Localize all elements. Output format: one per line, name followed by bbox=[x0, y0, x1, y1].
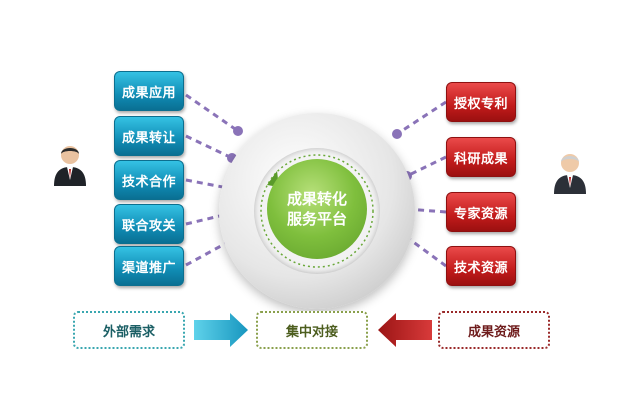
left-item-成果转让: 成果转让 bbox=[114, 116, 184, 156]
right-item-技术资源: 技术资源 bbox=[446, 246, 516, 286]
flow-label: 集中对接 bbox=[285, 324, 338, 340]
flow-external-demand: 外部需求 bbox=[73, 311, 185, 349]
flow-label: 外部需求 bbox=[102, 324, 155, 340]
left-item-label: 渠道推广 bbox=[121, 260, 176, 276]
left-item-联合攻关: 联合攻关 bbox=[114, 204, 184, 244]
right-item-专家资源: 专家资源 bbox=[446, 192, 516, 232]
connector-dot bbox=[233, 126, 243, 136]
arrow-left-icon bbox=[378, 313, 432, 347]
connector-line bbox=[396, 100, 447, 136]
right-item-label: 专家资源 bbox=[453, 206, 508, 222]
left-item-label: 技术合作 bbox=[121, 174, 176, 190]
platform-hub: 成果转化服务平台 bbox=[219, 113, 415, 309]
right-item-科研成果: 科研成果 bbox=[446, 137, 516, 177]
connector-line bbox=[406, 155, 447, 178]
flow-achievement-resources: 成果资源 bbox=[438, 311, 550, 349]
businessman-icon bbox=[54, 146, 86, 186]
hub-core: 成果转化服务平台 bbox=[267, 159, 367, 259]
connector-dot bbox=[392, 129, 402, 139]
left-item-渠道推广: 渠道推广 bbox=[114, 246, 184, 286]
left-item-成果应用: 成果应用 bbox=[114, 71, 184, 111]
connector-line bbox=[185, 134, 233, 160]
right-item-label: 科研成果 bbox=[453, 151, 508, 167]
left-item-label: 成果转让 bbox=[121, 130, 176, 146]
flow-central-matching: 集中对接 bbox=[256, 311, 368, 349]
right-item-label: 授权专利 bbox=[453, 96, 508, 112]
platform-title: 成果转化服务平台 bbox=[286, 190, 347, 228]
left-item-技术合作: 技术合作 bbox=[114, 160, 184, 200]
right-item-label: 技术资源 bbox=[453, 260, 508, 276]
left-item-label: 联合攻关 bbox=[121, 218, 176, 234]
right-item-授权专利: 授权专利 bbox=[446, 82, 516, 122]
connector-line bbox=[185, 238, 233, 267]
left-item-label: 成果应用 bbox=[121, 85, 176, 101]
businessman-icon bbox=[554, 154, 586, 194]
flow-label: 成果资源 bbox=[467, 324, 520, 340]
arrow-right-icon bbox=[194, 313, 248, 347]
